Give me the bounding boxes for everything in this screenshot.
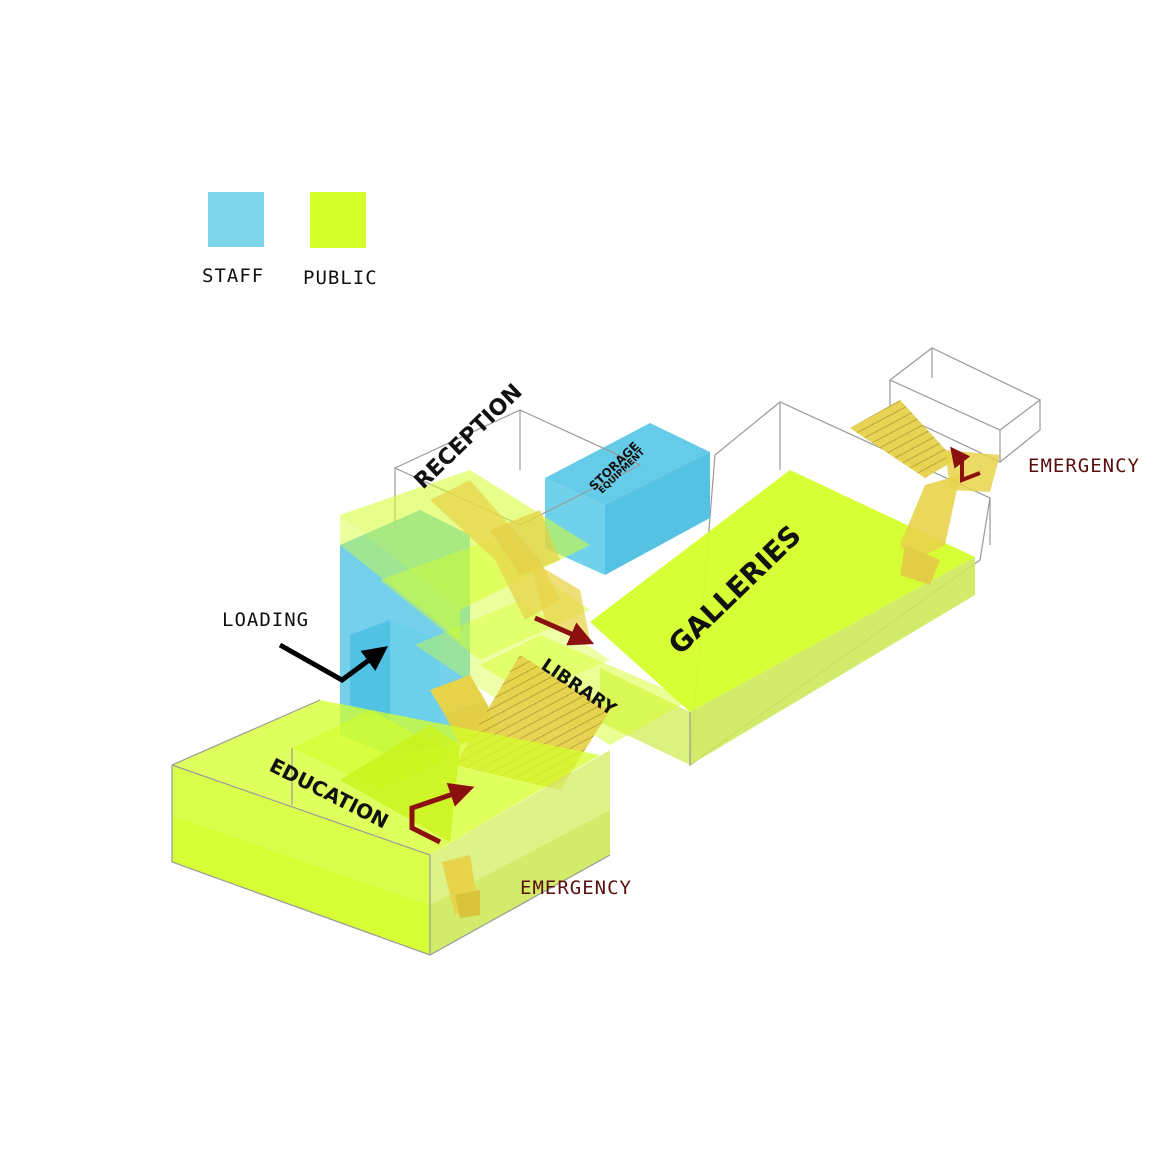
- emergency-stair-right: [850, 400, 1000, 585]
- galleries-volume-top: [590, 470, 975, 712]
- education-base-wireframe: [171, 699, 691, 956]
- loading-arrow: [278, 642, 389, 683]
- legend-swatch-staff: [208, 192, 264, 247]
- galleries-volume-side: [690, 557, 975, 765]
- library-entry-arrow: [533, 615, 595, 646]
- callouts: LOADING EMERGENCY EMERGENCY: [222, 455, 1140, 899]
- legend-swatch-public: [310, 192, 366, 248]
- callout-emergency-right: EMERGENCY: [1028, 455, 1140, 477]
- callout-emergency-bottom: EMERGENCY: [520, 877, 632, 899]
- callout-loading: LOADING: [222, 609, 309, 631]
- emergency-arrow-bottom: [409, 782, 475, 845]
- storage-volume: [545, 423, 710, 575]
- library-zone: [480, 635, 690, 745]
- emergency-stair-bottom: [442, 855, 480, 918]
- arrows: [278, 446, 981, 845]
- building-axonometric: [171, 347, 1042, 956]
- education-base: [172, 700, 610, 955]
- emergency-stair-tower-wireframe: [888, 347, 1042, 463]
- legend: STAFF PUBLIC: [202, 192, 378, 289]
- legend-label-public: PUBLIC: [303, 267, 378, 289]
- legend-label-staff: STAFF: [202, 265, 264, 287]
- emergency-arrow-right: [950, 446, 981, 483]
